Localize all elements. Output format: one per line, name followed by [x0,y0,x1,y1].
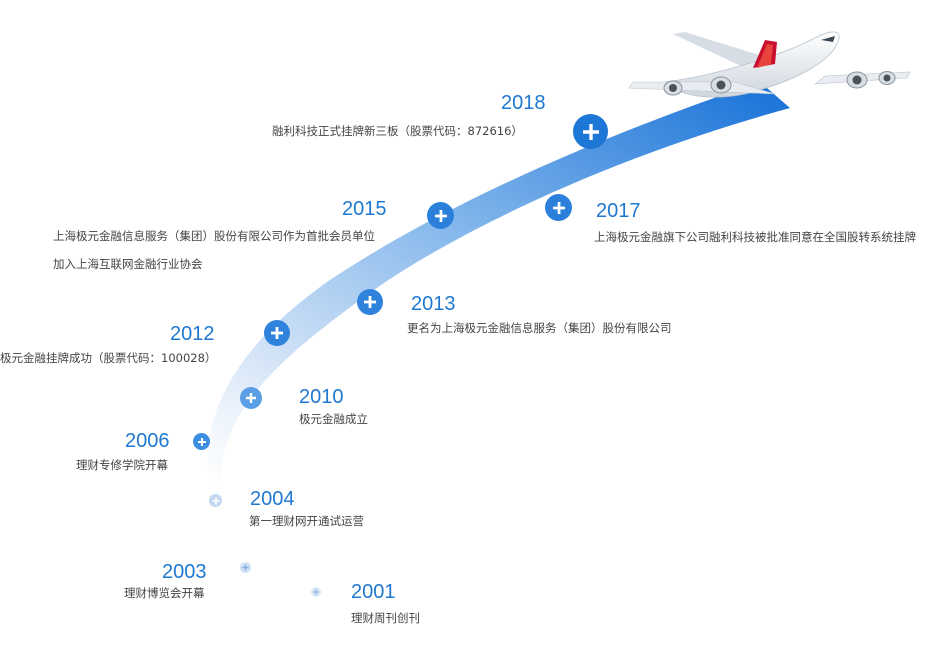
milestone-desc-2010: 极元金融成立 [299,412,368,426]
milestone-desc-2004: 第一理财网开通试运营 [249,514,364,528]
plus-icon [271,327,283,339]
milestone-year-2010: 2010 [299,386,344,408]
milestone-desc-2013: 更名为上海极元金融信息服务（集团）股份有限公司 [407,321,672,335]
milestone-marker-2018[interactable] [573,114,608,149]
milestone-year-2001: 2001 [351,581,396,603]
milestone-year-2018: 2018 [501,92,546,114]
milestone-marker-2013[interactable] [357,289,383,315]
milestone-marker-2017[interactable] [545,194,572,221]
plus-icon [246,393,256,403]
plus-icon [313,589,319,595]
milestone-desc-2003: 理财博览会开幕 [124,586,205,600]
milestone-marker-2010[interactable] [240,387,262,409]
milestone-year-2004: 2004 [250,488,295,510]
milestone-desc-2015-line2: 加入上海互联网金融行业协会 [53,257,203,271]
plus-icon [197,437,206,446]
plus-icon [582,123,599,140]
plus-icon [434,209,447,222]
milestone-desc-2001: 理财周刊创刊 [351,611,420,625]
milestone-year-2017: 2017 [596,200,641,222]
plus-icon [364,296,376,308]
milestone-marker-2001[interactable] [311,587,321,597]
milestone-year-2003: 2003 [162,561,207,583]
plus-icon [242,564,249,571]
plus-icon [552,201,565,214]
milestone-desc-2015: 上海极元金融信息服务（集团）股份有限公司作为首批会员单位 [53,229,375,243]
timeline-ribbon [207,82,790,646]
milestone-year-2012: 2012 [170,323,215,345]
plus-icon [212,497,219,504]
milestone-marker-2006[interactable] [193,433,210,450]
milestone-year-2006: 2006 [125,430,170,452]
milestone-desc-2017: 上海极元金融旗下公司融利科技被批准同意在全国股转系统挂牌 [594,230,916,244]
milestone-year-2015: 2015 [342,198,387,220]
milestone-year-2013: 2013 [411,293,456,315]
milestone-marker-2015[interactable] [427,202,454,229]
milestone-marker-2004[interactable] [209,494,222,507]
milestone-desc-2006: 理财专修学院开幕 [76,458,168,472]
milestone-desc-2018: 融利科技正式挂牌新三板（股票代码：872616） [272,124,523,138]
airplane-icon [628,31,911,98]
milestone-marker-2012[interactable] [264,320,290,346]
milestone-desc-2012: 极元金融挂牌成功（股票代码：100028） [0,351,217,365]
milestone-marker-2003[interactable] [240,562,251,573]
